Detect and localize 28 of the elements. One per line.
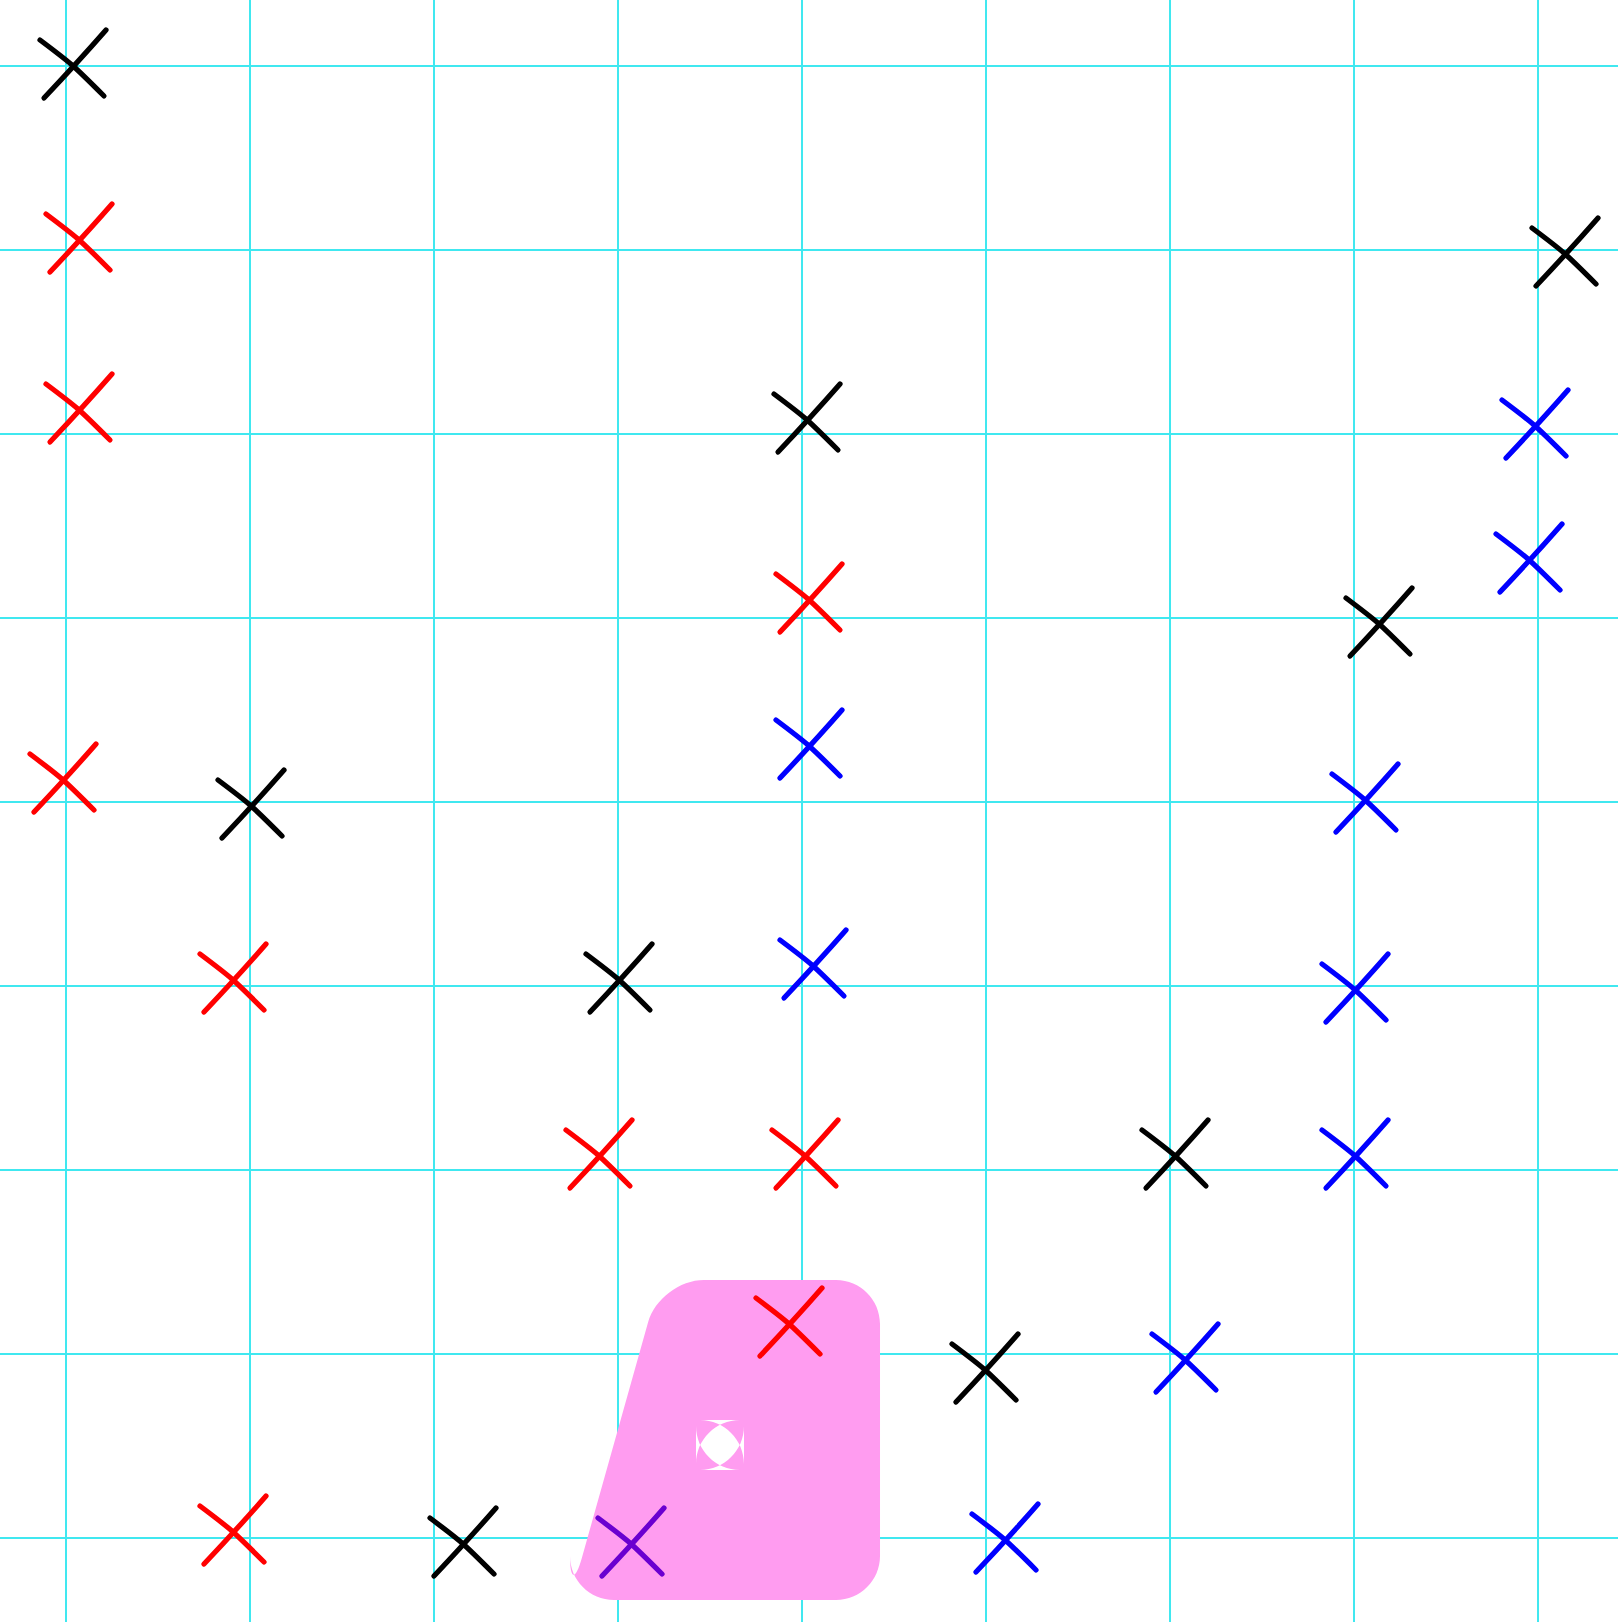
cross-mark (777, 927, 849, 1001)
cross-mark (769, 1117, 841, 1191)
cross-mark (773, 707, 845, 781)
cross-mark (197, 1493, 269, 1567)
cross-mark (969, 1501, 1041, 1575)
cross-mark (753, 1285, 825, 1359)
cross-mark (595, 1505, 667, 1579)
cross-mark (1493, 521, 1565, 595)
cross-mark (43, 201, 115, 275)
cross-mark (949, 1331, 1021, 1405)
cross-mark (43, 371, 115, 445)
cross-mark (1499, 387, 1571, 461)
cross-mark (771, 381, 843, 455)
cross-mark (1319, 1117, 1391, 1191)
cross-mark (1343, 585, 1415, 659)
cross-mark (583, 941, 655, 1015)
cross-mark (197, 941, 269, 1015)
cross-mark (37, 27, 109, 101)
cross-mark (1139, 1117, 1211, 1191)
cross-mark (563, 1117, 635, 1191)
cross-mark (1319, 951, 1391, 1025)
cross-mark (27, 741, 99, 815)
cross-mark (1529, 215, 1601, 289)
cross-mark (773, 561, 845, 635)
cross-mark (215, 767, 287, 841)
cross-mark (1329, 761, 1401, 835)
cross-mark (427, 1505, 499, 1579)
cross-mark (1149, 1321, 1221, 1395)
